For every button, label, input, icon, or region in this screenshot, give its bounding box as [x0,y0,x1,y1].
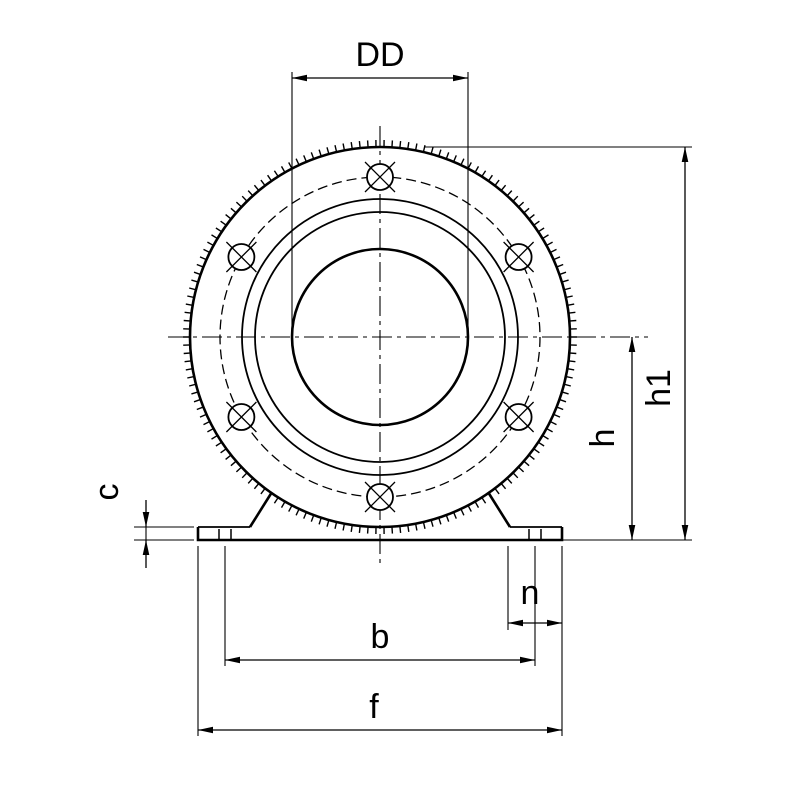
dimension-label-b: b [371,618,390,656]
bolt-hole-cross [364,161,396,193]
dimension-label-dd: DD [355,36,404,74]
dimension-label-c: c [88,484,126,501]
bolt-hole-cross [503,401,535,433]
bolt-hole-cross [503,241,535,273]
dimension-label-h1: h1 [640,369,678,407]
dimension-label-f: f [369,688,379,726]
base-outline [196,527,564,542]
b-extension-lines [224,546,536,666]
bore-circle [290,247,470,427]
bolt-hole-cross [225,401,257,433]
c-extension-lines [134,526,194,541]
bolt-hole-cross [364,481,396,513]
flange-recess-circle [241,198,519,476]
bolt-holes-group [225,161,535,513]
knurl-serration-ring [183,139,577,535]
foot-slot-left [218,529,232,540]
spigot-circle [254,211,506,463]
dd-extension-lines [291,72,469,330]
flange-outer-circle [188,145,572,529]
foot-gusset-slants [248,491,512,528]
dimension-label-h: h [584,429,622,448]
dimension-label-n: n [521,574,540,612]
bolt-hole-cross [225,241,257,273]
foot-slot-right [528,529,542,540]
